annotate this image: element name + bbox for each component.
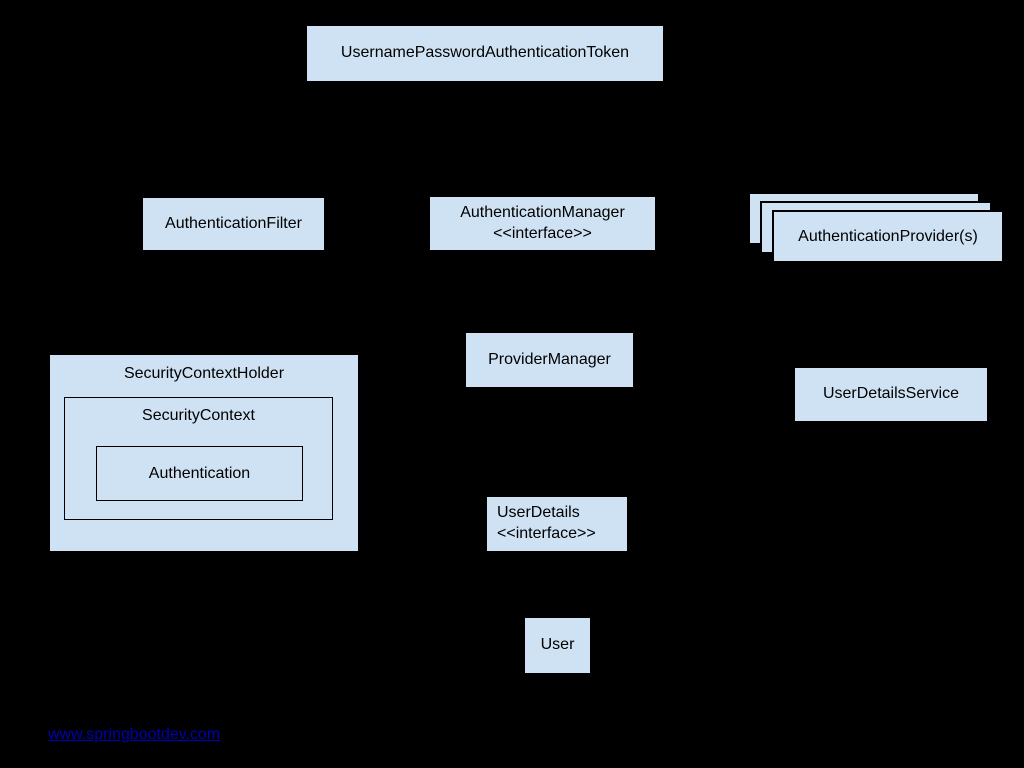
node-label: SecurityContextHolder bbox=[123, 365, 285, 382]
node-label: UsernamePasswordAuthenticationToken bbox=[340, 44, 630, 62]
node-provider-manager: ProviderManager bbox=[466, 333, 633, 387]
node-user-details: UserDetails <<interface>> bbox=[487, 497, 627, 551]
node-label: UserDetailsService bbox=[822, 385, 960, 403]
node-authentication: Authentication bbox=[96, 446, 303, 501]
node-security-context: SecurityContext Authentication bbox=[64, 397, 333, 520]
node-authentication-providers-stack: AuthenticationProvider(s) bbox=[748, 192, 1004, 263]
node-stereotype: <<interface>> bbox=[497, 525, 596, 542]
node-label: SecurityContext bbox=[142, 407, 255, 424]
node-user-details-service: UserDetailsService bbox=[795, 368, 987, 421]
node-label: Authentication bbox=[148, 464, 251, 482]
node-label: UserDetails bbox=[497, 504, 580, 522]
node-authentication-providers: AuthenticationProvider(s) bbox=[772, 210, 1004, 263]
node-username-password-authentication-token: UsernamePasswordAuthenticationToken bbox=[307, 26, 663, 81]
footer-link[interactable]: www.springbootdev.com bbox=[48, 726, 221, 743]
node-authentication-manager: AuthenticationManager <<interface>> bbox=[430, 197, 655, 250]
node-label: ProviderManager bbox=[488, 350, 611, 368]
node-stereotype: <<interface>> bbox=[493, 224, 592, 242]
node-user: User bbox=[525, 618, 590, 673]
node-label: AuthenticationManager bbox=[460, 203, 625, 221]
node-label: AuthenticationFilter bbox=[165, 214, 302, 232]
node-authentication-filter: AuthenticationFilter bbox=[143, 198, 324, 250]
node-label: User bbox=[540, 636, 575, 654]
node-security-context-holder: SecurityContextHolder SecurityContext Au… bbox=[50, 355, 358, 551]
node-label: AuthenticationProvider(s) bbox=[798, 227, 978, 245]
